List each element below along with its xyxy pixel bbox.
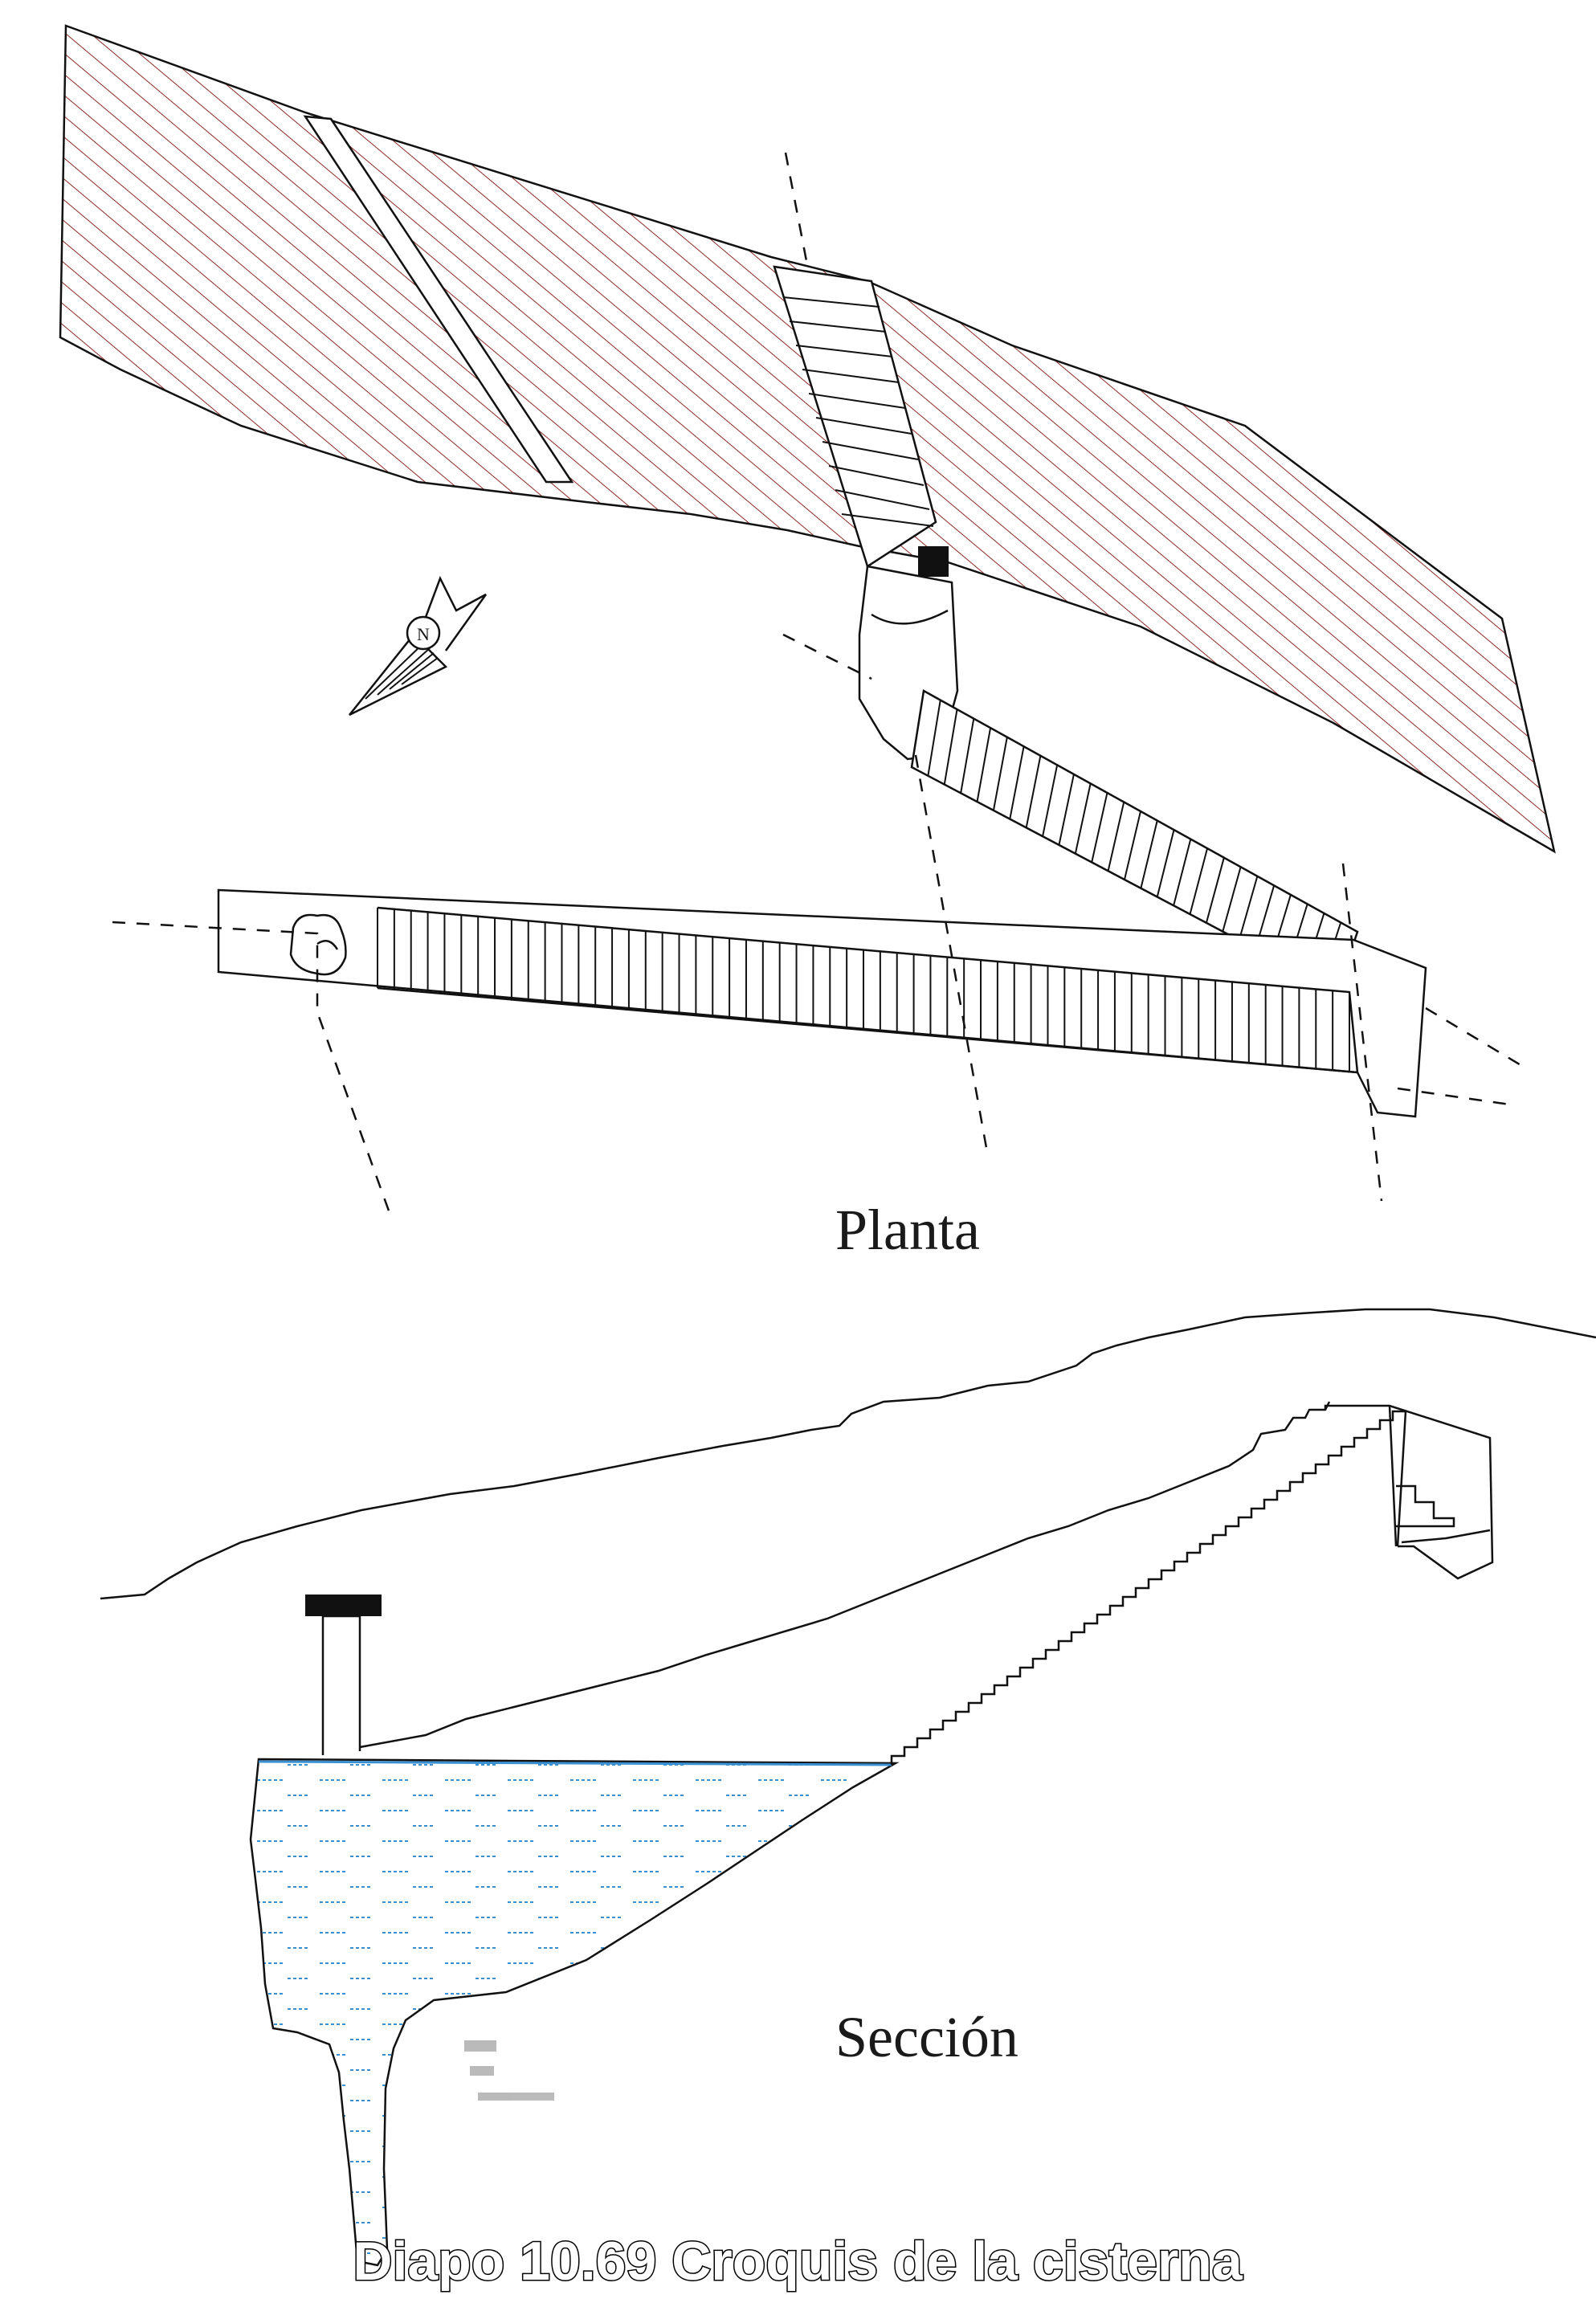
cut-line-right-b	[1397, 1087, 1511, 1106]
boulder-detail	[316, 940, 339, 950]
north-label: N	[417, 624, 430, 644]
stair-tread	[1140, 820, 1158, 889]
rock-crack	[303, 115, 574, 484]
section-label: Sección	[835, 2005, 1018, 2069]
stair-tread	[1238, 876, 1259, 941]
stair-tread	[1107, 802, 1125, 872]
plan-label: Planta	[835, 1198, 980, 1262]
shaft-cap	[305, 1595, 382, 1616]
north-arrow-icon: N	[349, 575, 488, 717]
cut-line-mid	[914, 754, 990, 1158]
stair-tread	[1042, 765, 1059, 837]
stair-tread	[1058, 774, 1075, 846]
stair-tread	[1189, 847, 1209, 915]
boulder-outline	[289, 913, 347, 976]
stair-tread	[1124, 811, 1141, 880]
stair-tread	[1009, 746, 1025, 819]
cut-line-chamber	[782, 633, 872, 680]
entrance-steps	[1396, 1484, 1455, 1528]
water-surface	[258, 1760, 892, 1766]
slide-caption: Diapo 10.69 Croquis de la cisterna	[353, 2231, 1243, 2292]
entrance-ledge	[1401, 1529, 1491, 1544]
stair-tread	[911, 690, 925, 768]
stair-tread	[1173, 839, 1192, 906]
rock-outcrop	[59, 24, 1556, 854]
cut-line-left	[112, 921, 391, 1214]
gallery-stair-treads	[377, 908, 1350, 1072]
cut-line-right-vert	[1341, 863, 1383, 1202]
section-stair-profile	[890, 1410, 1407, 1765]
upper-stair-treads	[782, 296, 934, 527]
stair-tread	[976, 727, 992, 802]
diagonal-stair-treads	[911, 690, 1358, 993]
shaft-opening	[918, 546, 949, 577]
stair-tread	[943, 708, 958, 785]
upper-stair	[773, 265, 937, 568]
stair-tread	[1025, 755, 1042, 828]
plan-view: N Planta	[59, 24, 1556, 1262]
cave-roof	[359, 1401, 1331, 1749]
ground-profile	[100, 1308, 1596, 1600]
stair-tread	[1156, 829, 1175, 897]
stair-tread	[927, 700, 941, 776]
entrance-roof-line	[1388, 1405, 1398, 1547]
stair-tread	[1074, 783, 1092, 854]
section-view: Sección	[100, 1308, 1596, 2267]
chamber-arch	[871, 609, 949, 625]
stair-tread	[992, 737, 1008, 811]
cut-line-upper	[784, 152, 809, 266]
stair-tread	[1222, 866, 1242, 932]
long-gallery	[217, 888, 1427, 1118]
stair-tread	[1091, 792, 1108, 863]
stair-tread	[1205, 857, 1225, 924]
cistern-water	[249, 1758, 900, 2267]
entrance-wall	[1324, 1404, 1494, 1580]
scan-artifacts	[464, 2040, 554, 2101]
access-shaft	[321, 1615, 361, 1755]
cut-line-right-a	[1425, 1007, 1527, 1070]
stair-tread	[960, 718, 975, 794]
